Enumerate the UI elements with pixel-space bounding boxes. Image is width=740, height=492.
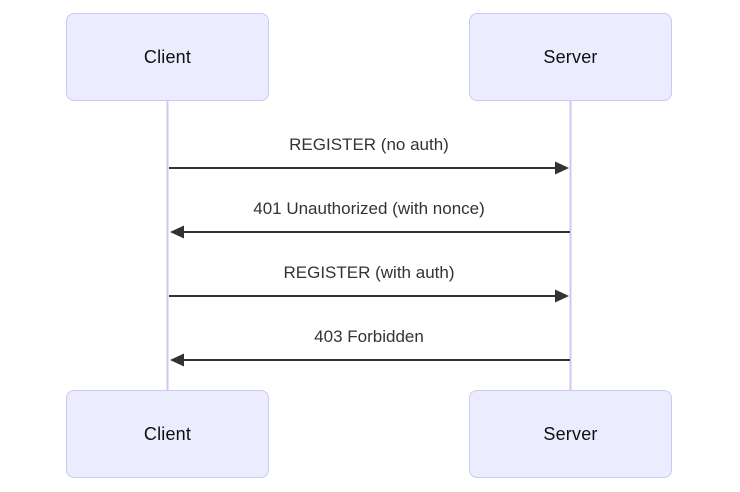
actor-client-label-bottom: Client <box>143 423 192 444</box>
actor-server-label: Server <box>543 46 598 67</box>
message-arrow-register-no-auth <box>169 161 569 175</box>
message-arrow-403-forbidden <box>170 353 570 367</box>
message-label-401-unauthorized: 401 Unauthorized (with nonce) <box>253 199 485 218</box>
actor-server-label-bottom: Server <box>543 423 598 444</box>
actor-server-top: Server <box>469 13 672 101</box>
actor-client-label: Client <box>143 46 192 67</box>
message-arrow-register-with-auth <box>169 289 569 303</box>
actor-client-top: Client <box>66 13 269 101</box>
message-label-register-no-auth: REGISTER (no auth) <box>289 135 449 154</box>
message-label-register-with-auth: REGISTER (with auth) <box>283 263 455 282</box>
message-arrow-401-unauthorized <box>170 225 570 239</box>
message-label-403-forbidden: 403 Forbidden <box>314 327 424 346</box>
actor-server-bottom: Server <box>469 390 672 478</box>
actor-client-bottom: Client <box>66 390 269 478</box>
